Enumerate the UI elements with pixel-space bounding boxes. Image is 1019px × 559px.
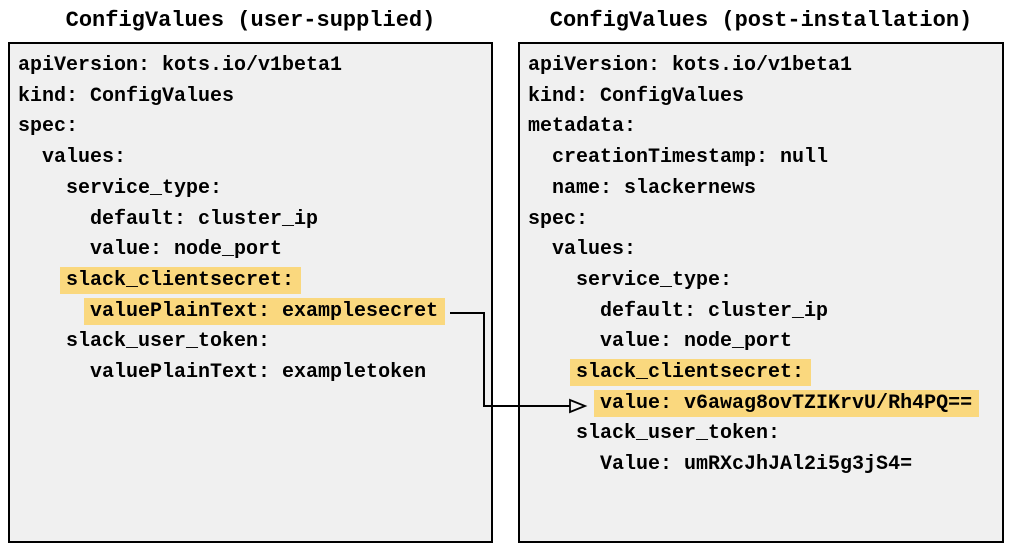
yaml-line: kind: ConfigValues <box>18 82 487 113</box>
yaml-line: apiVersion: kots.io/v1beta1 <box>528 51 998 82</box>
yaml-line: Value: umRXcJhJAl2i5g3jS4= <box>528 450 998 481</box>
yaml-line: slack_user_token: <box>528 419 998 450</box>
yaml-line: value: node_port <box>18 235 487 266</box>
yaml-line: slack_user_token: <box>18 327 487 358</box>
yaml-text: kind: ConfigValues <box>18 84 235 108</box>
yaml-line: valuePlainText: exampletoken <box>18 358 487 389</box>
yaml-text: values: <box>42 146 127 170</box>
yaml-text: service_type: <box>66 176 223 200</box>
yaml-text: default: cluster_ip <box>90 207 319 231</box>
yaml-text: value: node_port <box>90 238 283 262</box>
yaml-text: apiVersion: kots.io/v1beta1 <box>18 54 343 77</box>
yaml-text: Value: umRXcJhJAl2i5g3jS4= <box>600 453 913 477</box>
user-supplied-config-panel: apiVersion: kots.io/v1beta1 kind: ConfigV… <box>8 42 493 543</box>
yaml-line: default: cluster_ip <box>18 205 487 236</box>
yaml-code-block: apiVersion: kots.io/v1beta1 kind: ConfigV… <box>10 44 491 389</box>
yaml-line: service_type: <box>18 174 487 205</box>
yaml-text: name: slackernews <box>552 176 757 200</box>
yaml-line: spec: <box>528 205 998 236</box>
yaml-text: value: node_port <box>600 330 793 354</box>
yaml-line: name: slackernews <box>528 174 998 205</box>
yaml-line: apiVersion: kots.io/v1beta1 <box>18 51 487 82</box>
yaml-text: apiVersion: kots.io/v1beta1 <box>528 54 853 77</box>
yaml-line: kind: ConfigValues <box>528 82 998 113</box>
right-panel-title: ConfigValues (post-installation) <box>549 8 973 33</box>
yaml-code-block: apiVersion: kots.io/v1beta1 kind: ConfigV… <box>520 44 1002 481</box>
highlighted-yaml-text: slack_clientsecret: <box>570 359 812 387</box>
highlighted-yaml-text: valuePlainText: examplesecret <box>84 297 446 325</box>
highlighted-yaml-text: slack_clientsecret: <box>60 266 302 294</box>
yaml-text: default: cluster_ip <box>600 299 829 323</box>
yaml-text: metadata: <box>528 115 637 139</box>
yaml-text: creationTimestamp: null <box>552 146 829 170</box>
yaml-line: spec: <box>18 112 487 143</box>
yaml-text: valuePlainText: exampletoken <box>90 361 427 385</box>
left-panel-title: ConfigValues (user-supplied) <box>65 8 436 33</box>
yaml-line: creationTimestamp: null <box>528 143 998 174</box>
yaml-text: values: <box>552 238 637 262</box>
yaml-line: slack_clientsecret: <box>18 266 487 297</box>
yaml-text: slack_user_token: <box>66 330 271 354</box>
highlighted-yaml-text: value: v6awag8ovTZIKrvU/Rh4PQ== <box>594 389 980 417</box>
yaml-line: slack_clientsecret: <box>528 358 998 389</box>
yaml-line: values: <box>528 235 998 266</box>
yaml-text: spec: <box>18 115 79 139</box>
yaml-text: service_type: <box>576 268 733 292</box>
yaml-line: service_type: <box>528 266 998 297</box>
yaml-line: value: node_port <box>528 327 998 358</box>
yaml-line: metadata: <box>528 112 998 143</box>
yaml-text: kind: ConfigValues <box>528 84 745 108</box>
yaml-line: default: cluster_ip <box>528 297 998 328</box>
yaml-text: slack_user_token: <box>576 422 781 446</box>
yaml-line: valuePlainText: examplesecret <box>18 297 487 328</box>
yaml-line: value: v6awag8ovTZIKrvU/Rh4PQ== <box>528 389 998 420</box>
post-installation-config-panel: apiVersion: kots.io/v1beta1 kind: ConfigV… <box>518 42 1004 543</box>
yaml-line: values: <box>18 143 487 174</box>
yaml-text: spec: <box>528 207 589 231</box>
